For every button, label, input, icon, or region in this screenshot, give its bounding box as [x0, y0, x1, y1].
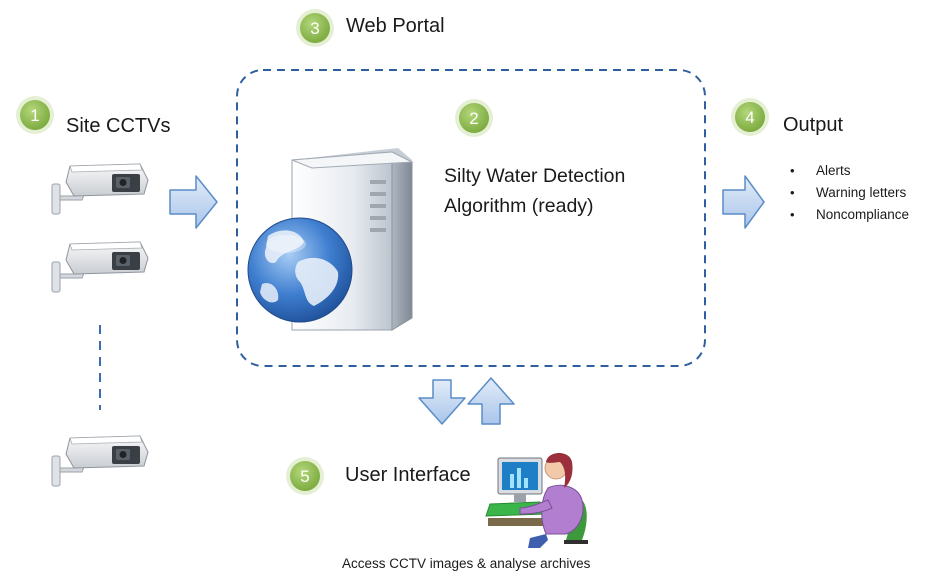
arrow-up-icon: [467, 377, 515, 425]
step-4-number: 4: [745, 108, 754, 127]
step-3-number: 3: [310, 19, 319, 38]
globe-icon: [247, 217, 353, 323]
detection-algorithm-label: Silty Water Detection Algorithm (ready): [444, 161, 704, 221]
arrow-right-icon: [169, 175, 218, 229]
step-2-number: 2: [469, 109, 478, 128]
output-label: Output: [783, 114, 844, 136]
site-cctvs-label: Site CCTVs: [66, 115, 171, 137]
user-interface-label: User Interface: [345, 464, 471, 486]
arrow-down-icon: [418, 379, 466, 425]
user-computer-icon: [485, 453, 588, 548]
algorithm-line-1: Silty Water Detection: [444, 165, 626, 187]
output-item: Alerts: [788, 160, 909, 182]
output-list: Alerts Warning letters Noncompliance: [788, 160, 909, 226]
output-item: Noncompliance: [788, 204, 909, 226]
cctv-camera-icon: [51, 241, 149, 293]
step-1-badge: 1: [16, 96, 54, 134]
cctv-camera-icon: [51, 163, 149, 215]
algorithm-line-2: Algorithm (ready): [444, 195, 594, 217]
step-3-badge: 3: [296, 9, 334, 47]
cctv-camera-icon: [51, 435, 149, 487]
step-5-number: 5: [300, 467, 309, 486]
arrow-right-icon: [722, 175, 765, 229]
step-2-badge: 2: [455, 99, 493, 137]
user-interface-caption: Access CCTV images & analyse archives: [342, 556, 591, 571]
step-1-number: 1: [30, 106, 39, 125]
web-portal-label: Web Portal: [346, 15, 445, 37]
output-item: Warning letters: [788, 182, 909, 204]
step-4-badge: 4: [731, 98, 769, 136]
step-5-badge: 5: [286, 457, 324, 495]
web-portal-boundary: [236, 69, 706, 367]
